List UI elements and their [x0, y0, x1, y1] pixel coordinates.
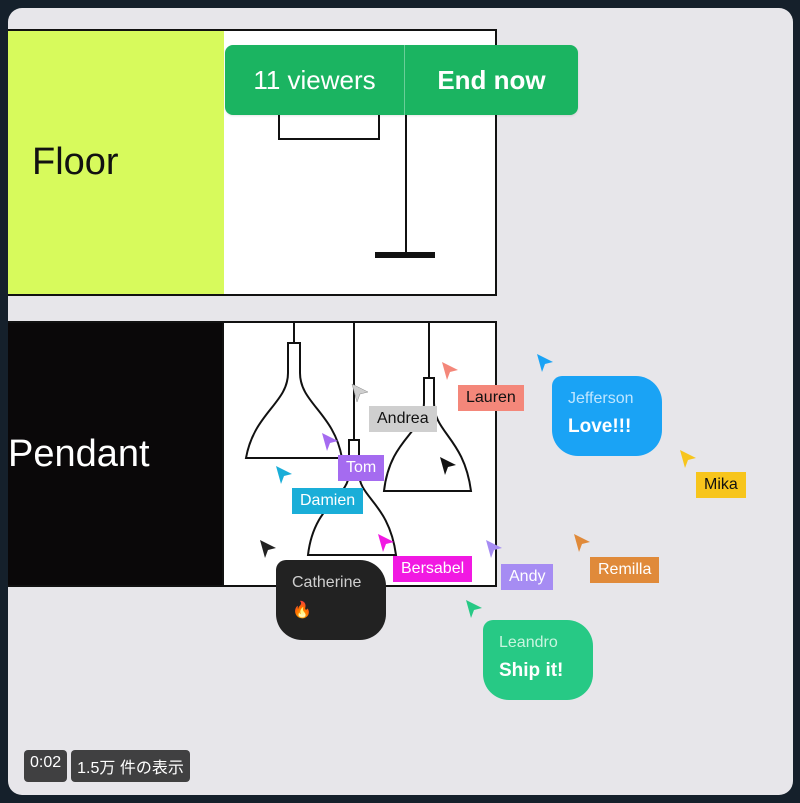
chat-message: Ship it!: [499, 660, 564, 681]
cursor-tag-mika: Mika: [696, 472, 746, 498]
cursor-arrow-icon: [574, 534, 590, 552]
cursor-arrow-icon: [276, 466, 292, 484]
floor-label-pane: Floor: [8, 31, 224, 294]
pendant-label: Pendant: [8, 432, 150, 475]
cursor-tag-lauren: Lauren: [458, 385, 524, 411]
cursor-arrow-icon: [260, 540, 276, 558]
pendant-label-pane: Pendant: [8, 323, 224, 585]
chat-sender: Jefferson: [568, 390, 634, 407]
live-banner: 11 viewers End now: [225, 45, 578, 115]
cursor-arrow-icon: [351, 383, 369, 403]
cursor-arrow-icon: [440, 457, 456, 475]
cursor-tag-damien: Damien: [292, 488, 364, 514]
chat-bubble-jefferson: Jefferson Love!!!: [552, 376, 662, 456]
video-timestamp: 0:02: [24, 750, 68, 782]
chat-sender: Catherine: [292, 574, 362, 591]
cursor-tag-andrea: Andrea: [369, 406, 437, 432]
cursor-tag-andy: Andy: [501, 564, 554, 590]
chat-bubble-leandro: Leandro Ship it!: [483, 620, 593, 700]
video-frame[interactable]: Floor Pendant 11 vi: [8, 8, 793, 795]
chat-bubble-catherine: Catherine 🔥: [276, 560, 386, 640]
pendant-lamp-card: Pendant: [8, 321, 497, 587]
cursor-arrow-icon: [537, 354, 553, 372]
fire-emoji-icon: 🔥: [292, 602, 312, 619]
cursor-arrow-icon: [486, 540, 502, 558]
cursor-arrow-icon: [442, 362, 458, 380]
cursor-arrow-icon: [378, 534, 394, 552]
view-count: 1.5万 件の表示: [71, 750, 190, 782]
floor-label: Floor: [32, 141, 119, 183]
cursor-tag-remilla: Remilla: [590, 557, 660, 583]
cursor-tag-tom: Tom: [338, 455, 385, 481]
cursor-arrow-icon: [322, 433, 338, 451]
chat-message: Love!!!: [568, 416, 632, 437]
cursor-tag-bersabel: Bersabel: [393, 556, 473, 582]
end-now-button[interactable]: End now: [437, 64, 546, 95]
chat-sender: Leandro: [499, 634, 558, 651]
viewer-count: 11 viewers: [225, 45, 405, 115]
cursor-arrow-icon: [680, 450, 696, 468]
cursor-arrow-icon: [466, 600, 482, 618]
video-overlay: 0:02 1.5万 件の表示: [24, 750, 190, 782]
